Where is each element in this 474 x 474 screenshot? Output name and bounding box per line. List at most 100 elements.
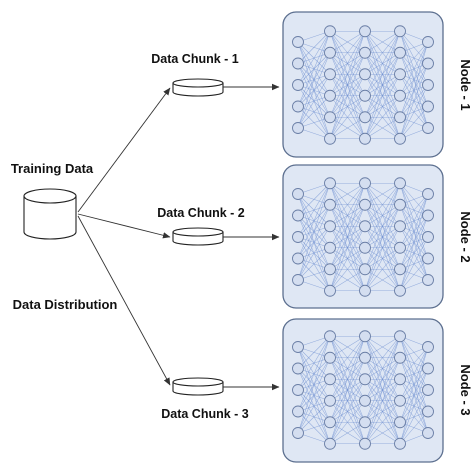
node-1-network xyxy=(292,25,434,145)
neuron xyxy=(422,100,434,113)
neuron xyxy=(324,25,336,38)
neuron xyxy=(359,284,371,297)
neuron xyxy=(324,132,336,145)
neuron xyxy=(422,274,434,286)
node-2-label: Node - 2 xyxy=(458,211,473,262)
neuron xyxy=(422,362,434,375)
neuron xyxy=(292,57,304,70)
neuron xyxy=(324,351,336,364)
neuron xyxy=(422,252,434,265)
neuron xyxy=(324,437,336,450)
neuron xyxy=(324,284,336,297)
neuron xyxy=(394,330,406,343)
data-chunk-3-cylinder xyxy=(172,377,224,396)
neuron xyxy=(359,198,371,211)
neuron xyxy=(394,132,406,145)
neuron xyxy=(422,384,434,396)
neuron xyxy=(324,177,336,190)
node-2-network xyxy=(292,177,434,297)
neuron xyxy=(422,231,434,243)
neuron xyxy=(359,263,371,276)
training-data-cylinder xyxy=(23,188,77,240)
neuron xyxy=(292,274,304,286)
data-chunk-3-label: Data Chunk - 3 xyxy=(161,407,249,421)
data-distribution-label: Data Distribution xyxy=(13,297,118,312)
neuron xyxy=(359,111,371,124)
neuron xyxy=(394,394,406,407)
neuron xyxy=(292,79,304,91)
neuron xyxy=(292,122,304,134)
neuron xyxy=(292,209,304,222)
neuron xyxy=(394,89,406,102)
neuron xyxy=(394,25,406,38)
node-1-panel xyxy=(282,11,444,158)
neuron xyxy=(324,220,336,233)
neuron xyxy=(324,68,336,81)
node-1-label: Node - 1 xyxy=(458,59,473,110)
neuron xyxy=(422,122,434,134)
neuron xyxy=(394,284,406,297)
neuron xyxy=(292,100,304,113)
node-2-panel xyxy=(282,164,444,309)
neuron xyxy=(359,330,371,343)
neuron xyxy=(324,241,336,254)
neuron xyxy=(394,111,406,124)
neuron xyxy=(359,89,371,102)
node-3-label: Node - 3 xyxy=(458,364,473,415)
neuron xyxy=(394,437,406,450)
neuron xyxy=(324,416,336,429)
neuron xyxy=(359,220,371,233)
neuron xyxy=(394,220,406,233)
neuron xyxy=(292,231,304,243)
neuron xyxy=(292,384,304,396)
neuron xyxy=(324,394,336,407)
neuron xyxy=(324,46,336,59)
neuron xyxy=(324,111,336,124)
neuron xyxy=(394,416,406,429)
neuron xyxy=(359,132,371,145)
neuron xyxy=(292,36,304,48)
neuron xyxy=(394,241,406,254)
neuron xyxy=(324,330,336,343)
neuron xyxy=(422,57,434,70)
neuron xyxy=(292,362,304,375)
neuron xyxy=(359,394,371,407)
node-3-network xyxy=(292,330,434,450)
neuron xyxy=(359,351,371,364)
neuron xyxy=(292,341,304,353)
neuron xyxy=(422,79,434,91)
neuron xyxy=(292,252,304,265)
data-chunk-1-cylinder xyxy=(172,78,224,97)
neuron xyxy=(422,209,434,222)
neuron xyxy=(394,198,406,211)
training-data-label: Training Data xyxy=(11,161,94,176)
neuron xyxy=(422,341,434,353)
neuron xyxy=(359,68,371,81)
neuron xyxy=(394,263,406,276)
neuron xyxy=(359,25,371,38)
arrow-source-to-chunk-3 xyxy=(77,215,171,386)
neuron xyxy=(422,188,434,200)
neuron xyxy=(422,427,434,439)
neuron xyxy=(394,46,406,59)
neuron xyxy=(292,188,304,200)
neuron xyxy=(324,198,336,211)
neuron xyxy=(422,36,434,48)
neuron xyxy=(324,373,336,386)
neuron xyxy=(359,177,371,190)
data-chunk-1-label: Data Chunk - 1 xyxy=(151,52,239,66)
arrow-source-to-chunk-2 xyxy=(77,213,171,239)
data-chunk-2-label: Data Chunk - 2 xyxy=(157,206,245,220)
neuron xyxy=(394,68,406,81)
neuron xyxy=(292,405,304,418)
neuron xyxy=(359,46,371,59)
neuron xyxy=(359,373,371,386)
neuron xyxy=(422,405,434,418)
neuron xyxy=(292,427,304,439)
data-chunk-2-cylinder xyxy=(172,227,224,246)
neuron xyxy=(394,373,406,386)
neuron xyxy=(324,263,336,276)
neuron xyxy=(359,437,371,450)
neuron xyxy=(359,416,371,429)
